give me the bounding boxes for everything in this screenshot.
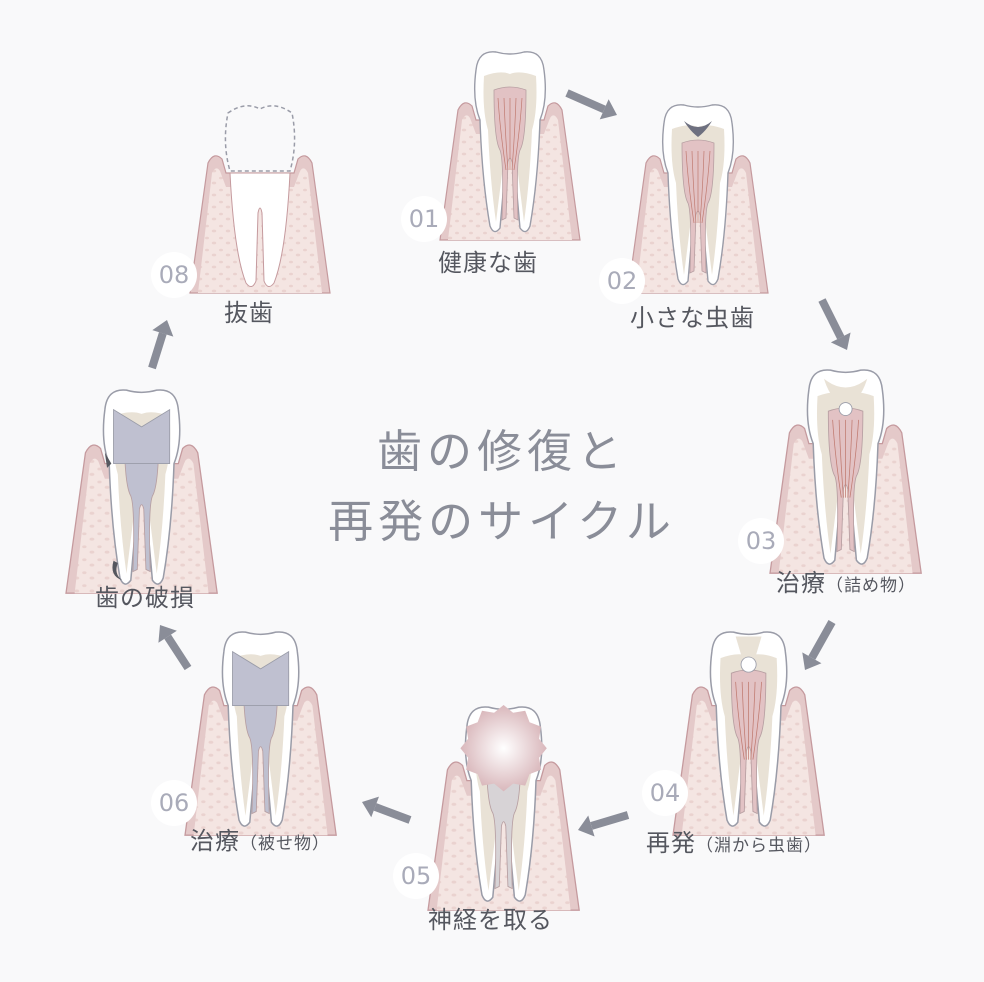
arrow-02-to-03 (818, 298, 851, 350)
filling (735, 636, 762, 659)
arrow-shaft (148, 332, 167, 370)
tooth-01-healthy (439, 51, 581, 241)
arrow-head (578, 815, 595, 837)
step-04-number: 04 (642, 770, 688, 816)
nerve-line (701, 150, 711, 224)
crown-core (232, 650, 290, 707)
bone-shape (193, 700, 328, 836)
bone-shape (778, 438, 913, 574)
step-06-title: 治療 (190, 827, 240, 855)
tooth-02-small-cavity (627, 104, 769, 294)
step-05-label: 神経を取る (428, 900, 553, 935)
step-02-title: 小さな虫歯 (630, 304, 755, 332)
nerve-line (750, 681, 756, 760)
arrow-shaft (164, 634, 192, 671)
arrow-head (830, 332, 851, 350)
arrow-03-to-04 (802, 620, 836, 670)
step-01-number: 01 (401, 196, 447, 242)
step-02-number: 02 (599, 258, 645, 304)
nerve-line (752, 681, 762, 760)
tooth-03-filling (769, 369, 922, 574)
diagram-title-line1: 歯の修復と (376, 425, 627, 478)
step-01-label: 健康な歯 (438, 243, 538, 278)
empty-socket (229, 172, 291, 287)
filling-gap (838, 402, 853, 416)
nerve-line (849, 419, 859, 498)
nerve-line (832, 419, 842, 498)
tooth-08-extraction (189, 105, 331, 294)
step-03-number: 03 (738, 518, 784, 564)
tooth-07-broken (65, 389, 218, 594)
bone-shape (448, 115, 572, 240)
bone-shape (636, 168, 760, 293)
ghost-crown (224, 105, 296, 172)
step-02-label: 小さな虫歯 (630, 298, 755, 333)
tooth-06-crown (184, 631, 337, 836)
nerve-line (691, 150, 697, 224)
step-08-number: 08 (151, 252, 197, 298)
step-03-note: （詰め物） (826, 576, 916, 596)
infection-mark (460, 705, 547, 792)
arrow-head (362, 796, 379, 818)
arrow-shaft (565, 89, 606, 114)
arrow-06-to-07 (158, 625, 192, 671)
arrow-shaft (818, 298, 845, 340)
step-08-label: 抜歯 (224, 293, 274, 328)
bone-shape (74, 458, 209, 594)
step-05-title: 神経を取る (428, 906, 553, 934)
bone-shape (436, 775, 571, 911)
tooth-05-nerve-removal (427, 705, 580, 911)
nerve-line (735, 681, 745, 760)
step-01-title: 健康な歯 (438, 249, 538, 277)
arrow-shaft (373, 803, 412, 824)
recurrent-decay (740, 656, 757, 673)
step-08-title: 抜歯 (224, 299, 274, 327)
step-06-number: 06 (151, 780, 197, 826)
step-07-label: 歯の破損 (95, 578, 195, 613)
step-04-title: 再発 (646, 829, 696, 857)
bone-shape (681, 700, 816, 836)
arrow-head (599, 99, 617, 120)
step-04-label: 再発（淵から虫歯） (646, 823, 822, 858)
arrow-07-to-08 (148, 320, 174, 370)
nerve-line (741, 681, 747, 760)
arrow-shaft (590, 811, 630, 830)
arrow-head (158, 625, 177, 643)
arrow-05-to-06 (362, 796, 412, 824)
arrow-shaft (808, 620, 836, 660)
step-04-note: （淵から虫歯） (696, 836, 822, 856)
nerve-line (497, 97, 507, 171)
step-03-label: 治療（詰め物） (776, 563, 916, 598)
bone-shape (198, 168, 322, 293)
fracture-mark (112, 560, 123, 581)
nerve-line (503, 97, 509, 171)
crown-core (113, 408, 171, 465)
nerve-line (685, 150, 695, 224)
nerve-line (838, 419, 844, 498)
filling (824, 378, 868, 407)
nerve-line (513, 97, 523, 171)
nerve-line (699, 150, 705, 224)
step-03-title: 治療 (776, 569, 826, 597)
cavity-mark (684, 121, 712, 137)
step-06-label: 治療（被せ物） (190, 821, 330, 856)
step-05-number: 05 (393, 853, 439, 899)
step-07-title: 歯の破損 (95, 584, 195, 612)
nerve-line (847, 419, 853, 498)
tooth-04-recurrence (672, 631, 825, 836)
diagram-title-line2: 再発のサイクル (328, 495, 676, 548)
nerve-line (511, 97, 517, 171)
arrow-01-to-02 (565, 89, 617, 120)
arrow-head (152, 320, 174, 337)
arrow-head (802, 652, 822, 670)
step-06-note: （被せ物） (240, 834, 330, 854)
arrow-04-to-05 (578, 811, 630, 837)
